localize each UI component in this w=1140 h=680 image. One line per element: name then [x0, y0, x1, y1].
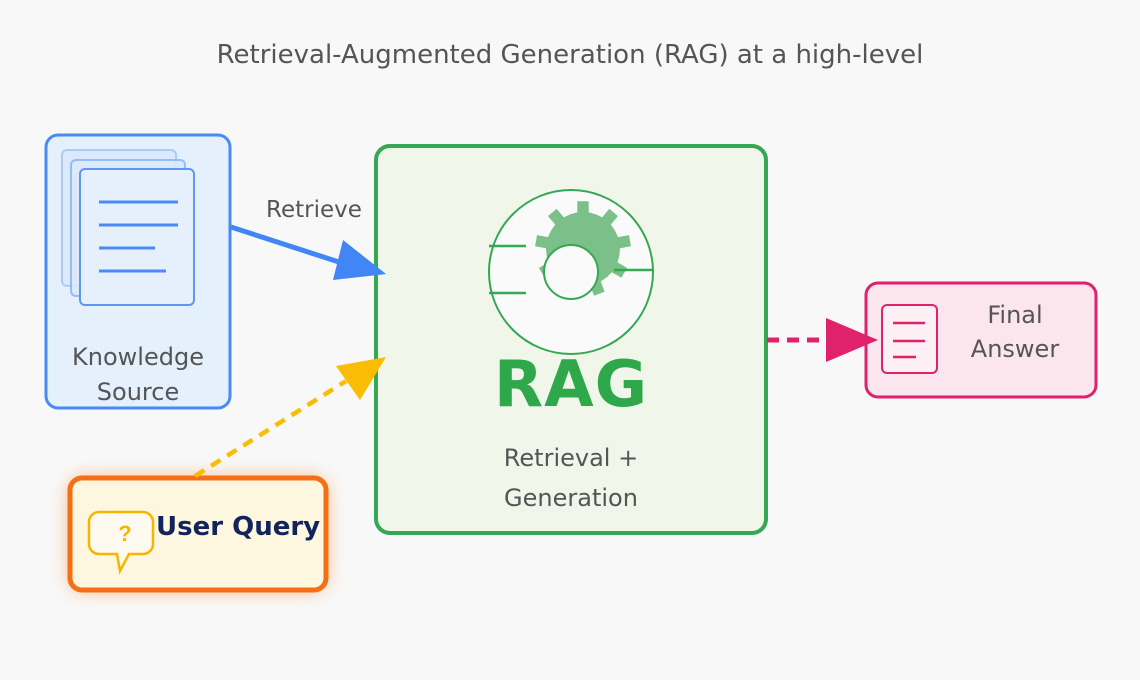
user-query-node: ? — [67, 475, 329, 593]
rag-node — [374, 144, 768, 535]
diagram-title: Retrieval-Augmented Generation (RAG) at … — [216, 40, 924, 70]
knowledge-source-node — [44, 133, 232, 410]
final-answer-label: Final Answer — [970, 301, 1060, 363]
question-glyph: ? — [118, 521, 131, 546]
documents-icon — [61, 149, 195, 306]
knowledge-source-label: Knowledge Source — [72, 343, 204, 406]
gear-icon — [488, 189, 654, 355]
retrieve-label: Retrieve — [266, 197, 362, 223]
rag-title: RAG — [493, 348, 649, 422]
answer-arrow — [767, 318, 878, 362]
rag-subtitle: Retrieval + Generation — [503, 444, 639, 512]
question-bubble-icon: ? — [87, 510, 155, 575]
query-arrow — [193, 357, 386, 478]
user-query-label: User Query — [156, 512, 321, 542]
final-answer-node — [864, 281, 1098, 399]
retrieve-arrow — [230, 224, 386, 280]
answer-document-icon — [881, 304, 938, 374]
